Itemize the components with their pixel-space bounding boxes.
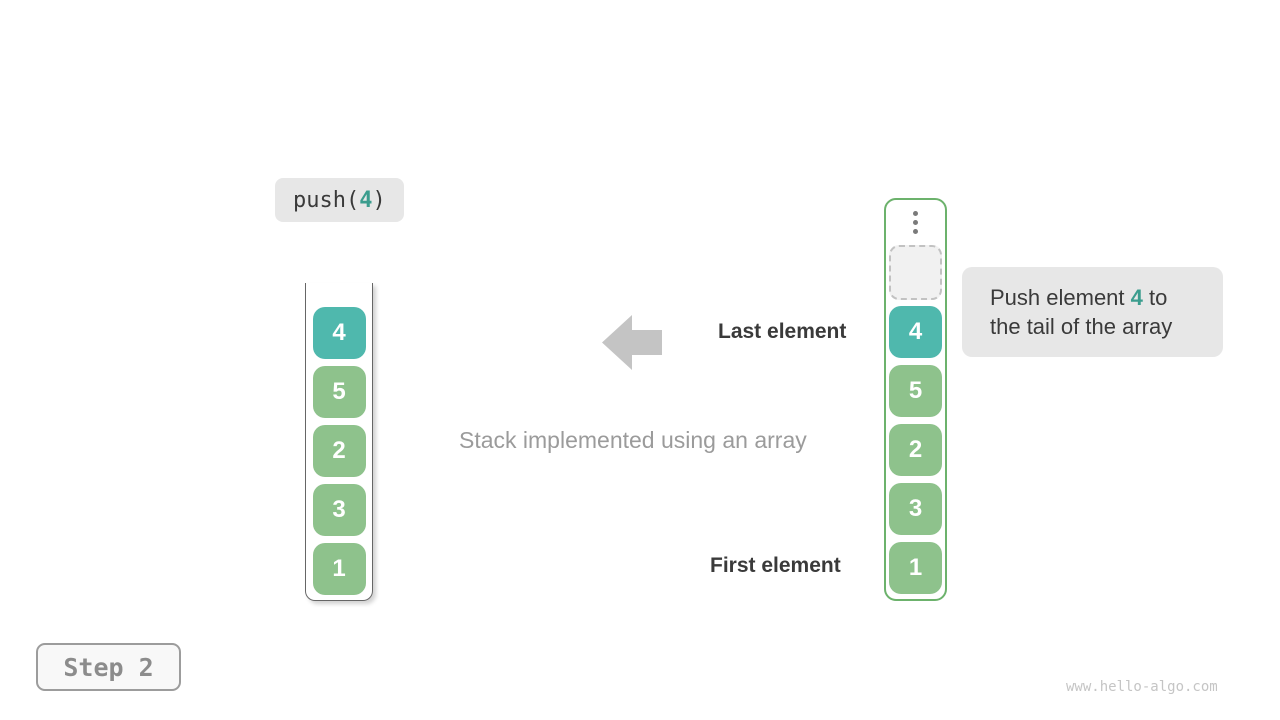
tooltip-line-1: Push element 4 to xyxy=(990,285,1168,310)
push-label-prefix: push( xyxy=(293,187,360,213)
push-operation-label: push(4) xyxy=(275,178,404,222)
push-tooltip: Push element 4 to the tail of the array xyxy=(962,267,1223,357)
stack-cell-3: 3 xyxy=(889,483,942,535)
stack-cell-1: 1 xyxy=(889,542,942,594)
step-badge: Step 2 xyxy=(36,643,181,691)
stack-cells: 4 5 2 3 1 xyxy=(312,307,366,595)
tooltip-highlight-value: 4 xyxy=(1130,285,1143,310)
array-cells: 4 5 2 3 1 xyxy=(889,306,942,594)
empty-slot xyxy=(889,245,942,300)
push-label-suffix: ) xyxy=(372,187,386,213)
stack-cell-2: 2 xyxy=(312,425,366,477)
array-container: 4 5 2 3 1 xyxy=(884,198,947,601)
stack-container: 4 5 2 3 1 xyxy=(305,283,373,601)
push-label-argument: 4 xyxy=(359,187,373,213)
stack-cell-3: 3 xyxy=(312,484,366,536)
stack-cell-1: 1 xyxy=(312,543,366,595)
stack-cell-4: 4 xyxy=(312,307,366,359)
stack-cell-5: 5 xyxy=(889,365,942,417)
diagram-caption: Stack implemented using an array xyxy=(459,427,807,453)
tooltip-line-2: the tail of the array xyxy=(990,314,1173,339)
stack-cell-5: 5 xyxy=(312,366,366,418)
stack-cell-4: 4 xyxy=(889,306,942,358)
last-element-label: Last element xyxy=(718,320,847,343)
vertical-ellipsis-icon xyxy=(913,210,918,235)
watermark-url: www.hello-algo.com xyxy=(1066,679,1218,695)
first-element-label: First element xyxy=(710,554,841,577)
left-arrow-icon xyxy=(602,315,662,370)
stack-cell-2: 2 xyxy=(889,424,942,476)
